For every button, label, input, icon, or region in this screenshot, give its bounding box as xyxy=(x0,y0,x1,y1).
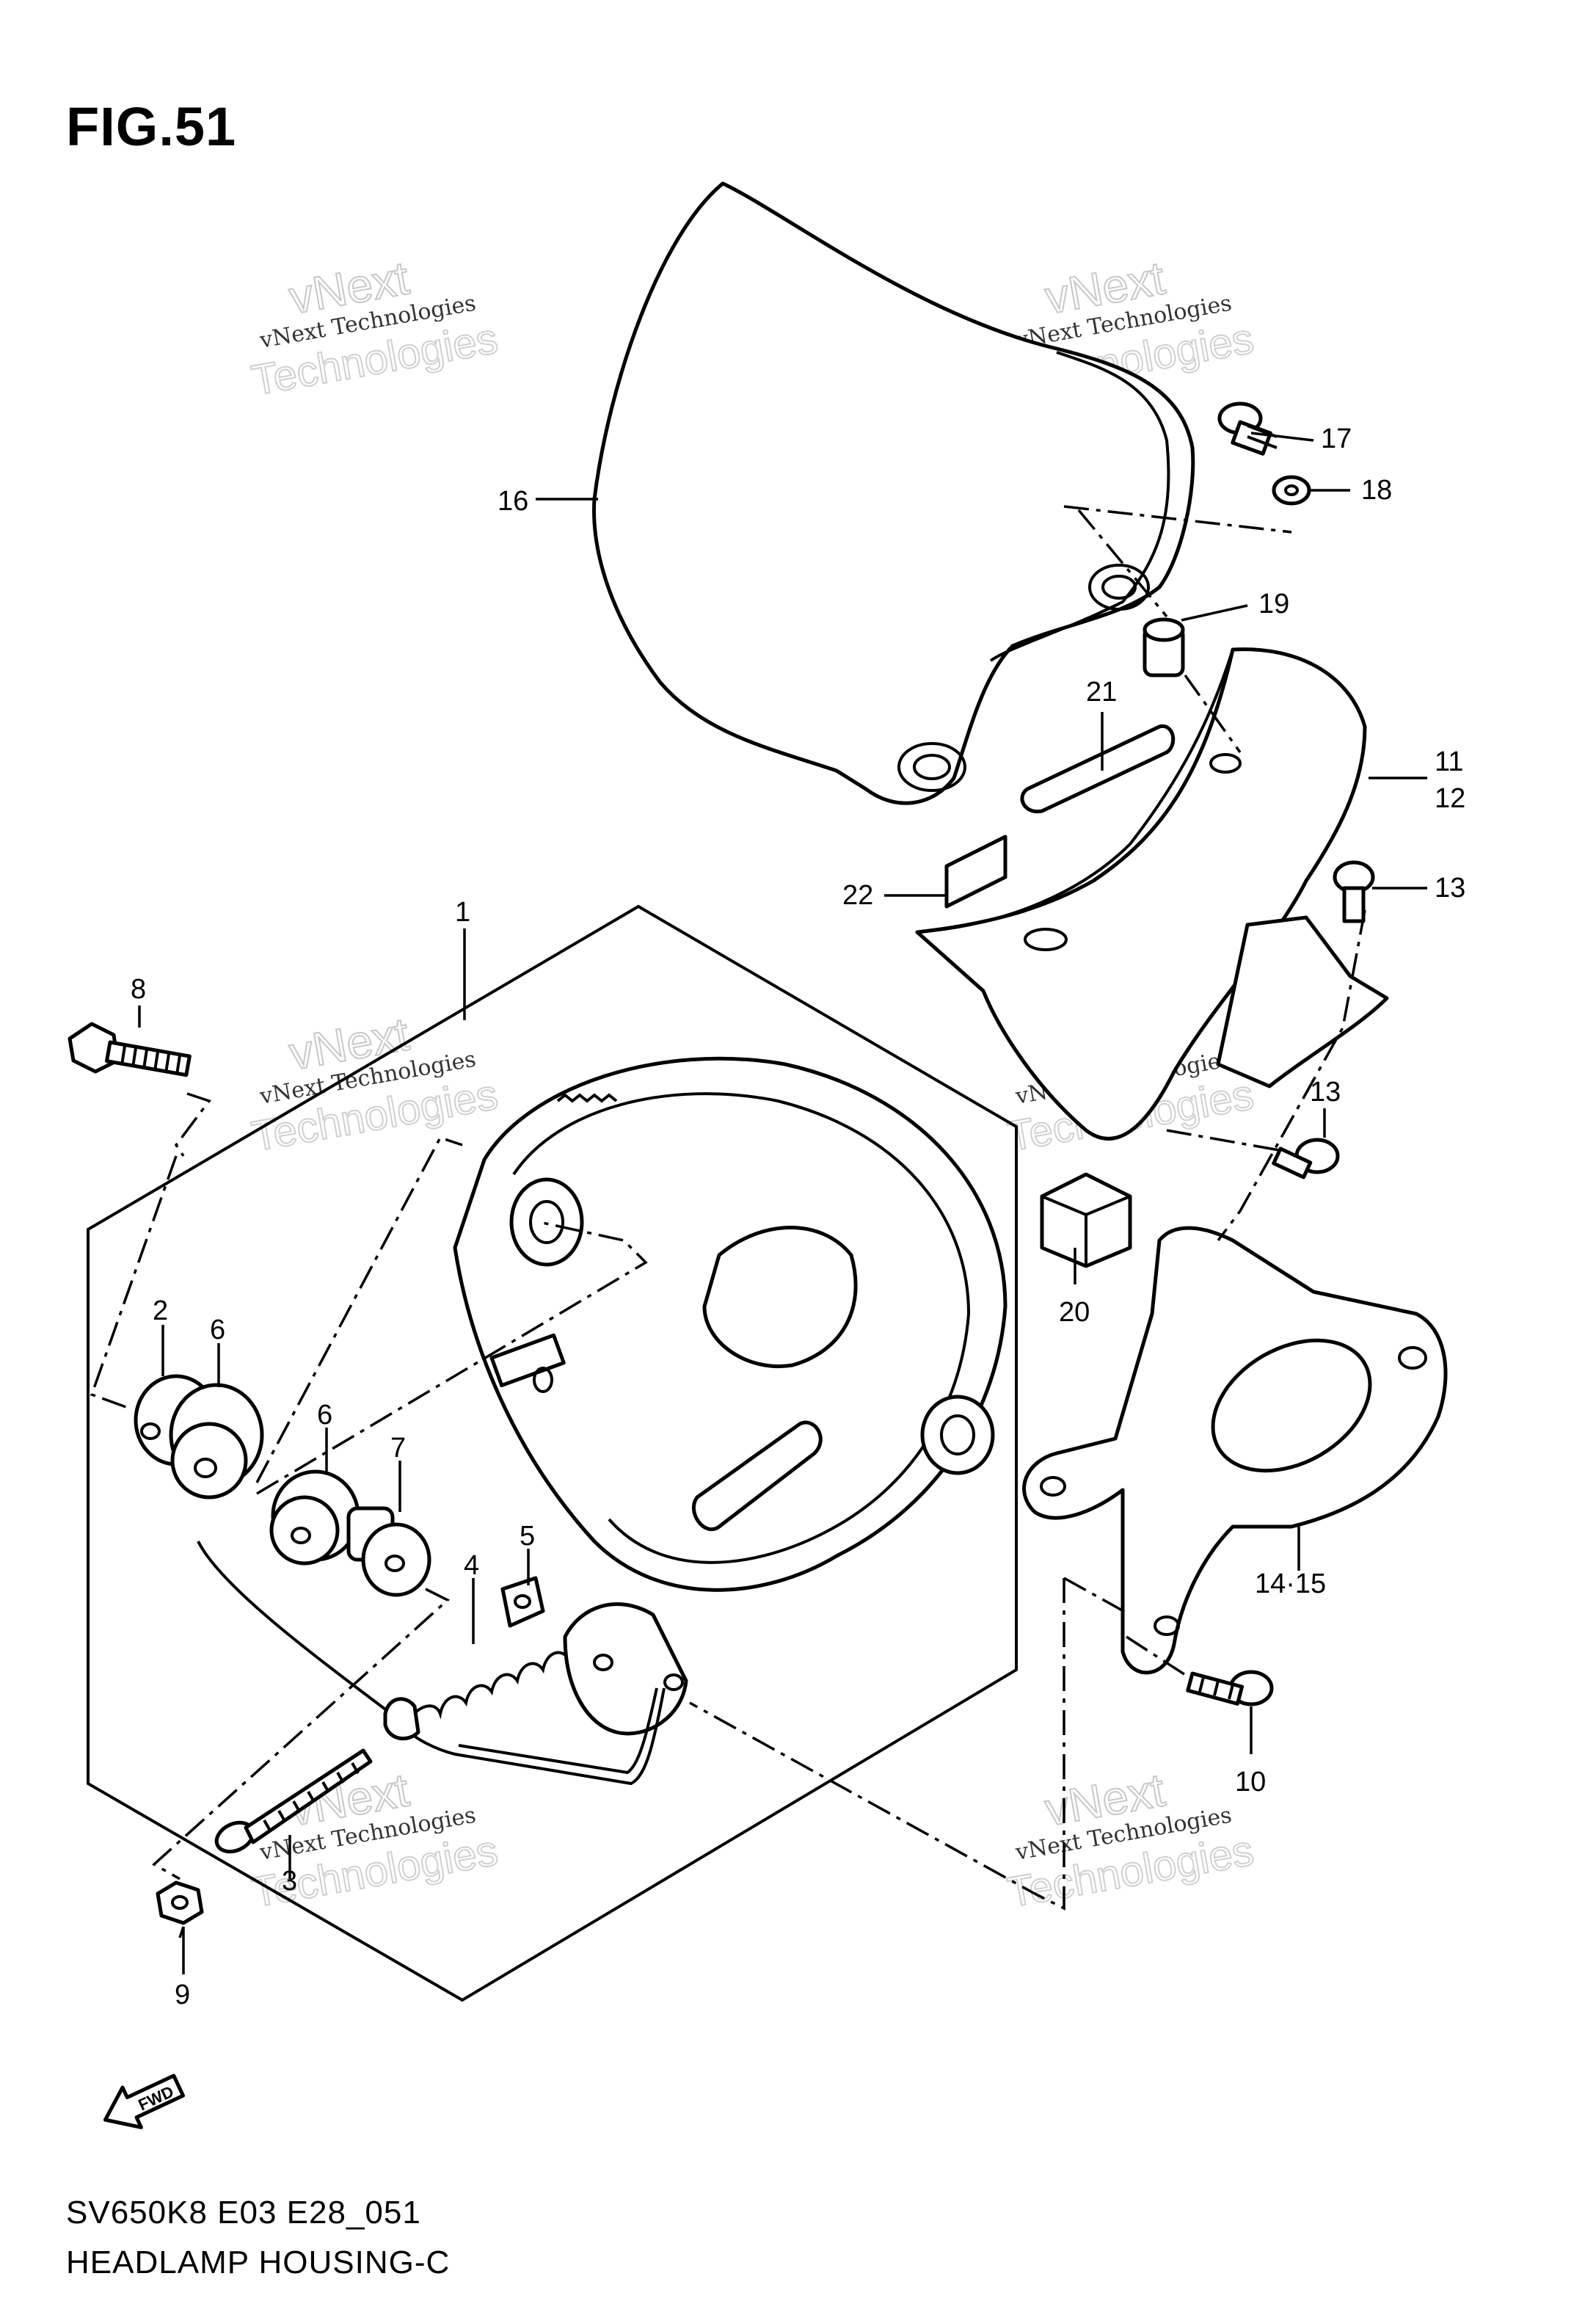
windscreen-mount-hole xyxy=(1088,564,1150,611)
callout-17: 17 xyxy=(1321,423,1352,454)
housing-mount-hole xyxy=(529,1200,564,1244)
watermark-group: vNext vNext Technologies Technologies xyxy=(247,250,502,405)
bracket-hole xyxy=(1154,1615,1180,1636)
bracket-hole xyxy=(1398,1346,1427,1370)
callout-12: 12 xyxy=(1435,783,1465,814)
part-nut-9 xyxy=(156,1880,204,1925)
construction-line xyxy=(174,1092,211,1157)
callout-3: 3 xyxy=(282,1866,297,1897)
callout-1: 1 xyxy=(455,897,470,928)
part-aiming-rod-inner xyxy=(458,1687,658,1775)
part-screw-3 xyxy=(214,1748,373,1854)
model-code: SV650K8 E03 E28_051 xyxy=(66,2195,421,2231)
housing-rim xyxy=(512,1092,971,1564)
housing-mount-hole xyxy=(940,1414,975,1455)
construction-line xyxy=(1166,1129,1292,1154)
part-bushing-6a xyxy=(169,1383,264,1499)
bracket-oval-cutout xyxy=(1211,1338,1372,1473)
construction-line xyxy=(90,1155,178,1411)
part-label-22 xyxy=(944,835,1007,909)
part-screw-13b xyxy=(1272,1138,1340,1179)
leader-line xyxy=(1181,604,1248,622)
part-windscreen xyxy=(592,181,1195,805)
callout-20: 20 xyxy=(1059,1297,1090,1328)
construction-line xyxy=(152,1588,451,1880)
callout-13-lower: 13 xyxy=(1310,1077,1341,1108)
part-cover-inner-line xyxy=(917,649,1234,934)
housing-side-hole xyxy=(533,1367,553,1393)
callout-10: 10 xyxy=(1235,1767,1266,1797)
callout-11: 11 xyxy=(1435,746,1463,777)
housing-mount-boss xyxy=(920,1395,995,1475)
callout-8: 8 xyxy=(131,974,146,1005)
construction-line xyxy=(256,1221,648,1495)
windscreen-mount-hole xyxy=(897,742,966,792)
callout-2: 2 xyxy=(153,1295,168,1326)
figure-title: FIG.51 xyxy=(66,96,237,157)
callout-4: 4 xyxy=(464,1550,479,1581)
callout-22: 22 xyxy=(842,880,873,911)
part-washer-18 xyxy=(1272,475,1311,506)
callout-13-upper: 13 xyxy=(1435,873,1465,904)
part-spring-4 xyxy=(409,1640,592,1720)
callout-9: 9 xyxy=(175,1980,190,2010)
part-bushing-6b xyxy=(269,1469,360,1566)
windscreen-mount-hole-inner xyxy=(1101,575,1137,600)
housing-inner-tab xyxy=(691,1420,823,1532)
callout-7: 7 xyxy=(390,1433,406,1464)
aiming-bracket-hole xyxy=(663,1673,684,1691)
cover-tab xyxy=(1216,915,1389,1088)
assembly-frame xyxy=(87,904,1018,2002)
callout-6-left: 6 xyxy=(210,1315,225,1345)
callout-18: 18 xyxy=(1361,475,1392,506)
part-collar-19 xyxy=(1143,617,1185,677)
construction-line xyxy=(1063,1577,1131,1616)
part-nut-plate-5 xyxy=(500,1576,545,1628)
part-rubber-block-20 xyxy=(1040,1172,1132,1268)
part-cushion-21 xyxy=(1020,724,1176,814)
part-rod-clip xyxy=(383,1697,420,1741)
part-screw-17 xyxy=(1217,401,1278,456)
housing-side-slot xyxy=(489,1333,566,1388)
windscreen-mount-hole-inner xyxy=(913,754,951,780)
leader-line xyxy=(1250,432,1314,442)
construction-line xyxy=(1184,674,1242,754)
callout-6-right: 6 xyxy=(317,1400,332,1431)
cover-hole xyxy=(1209,753,1242,774)
housing-mount-boss xyxy=(509,1177,584,1267)
construction-line xyxy=(1063,505,1292,534)
part-screw-13a xyxy=(1333,860,1375,923)
callout-14-15: 14·15 xyxy=(1255,1568,1326,1599)
construction-line xyxy=(689,1578,1065,1911)
callout-21: 21 xyxy=(1086,677,1117,708)
construction-line xyxy=(1217,909,1366,1242)
callout-16: 16 xyxy=(498,486,528,517)
part-aiming-bracket xyxy=(563,1602,688,1736)
construction-line xyxy=(255,1135,463,1483)
part-bolt-8 xyxy=(68,1022,192,1077)
housing-rear-opening xyxy=(702,1226,858,1368)
housing-top-spring xyxy=(556,1093,618,1103)
callout-19: 19 xyxy=(1258,589,1289,619)
diagram-title: HEADLAMP HOUSING-C xyxy=(66,2244,451,2280)
aiming-bracket-hole xyxy=(593,1654,613,1671)
bracket-hole xyxy=(1040,1476,1066,1497)
construction-line xyxy=(1077,509,1168,618)
watermark-group: vNext vNext Technologies Technologies xyxy=(247,1006,502,1161)
cover-hole xyxy=(1024,928,1068,951)
part-collar-7 xyxy=(346,1506,431,1597)
part-windscreen-mount xyxy=(989,351,1170,662)
part-screw-10 xyxy=(1186,1670,1274,1706)
forward-direction-arrow: FWD xyxy=(103,2073,185,2129)
watermark-group: vNext vNext Technologies Technologies xyxy=(1003,250,1258,405)
callout-5: 5 xyxy=(520,1521,535,1552)
part-cover-11-12 xyxy=(915,647,1367,1141)
construction-line xyxy=(1126,1635,1189,1679)
